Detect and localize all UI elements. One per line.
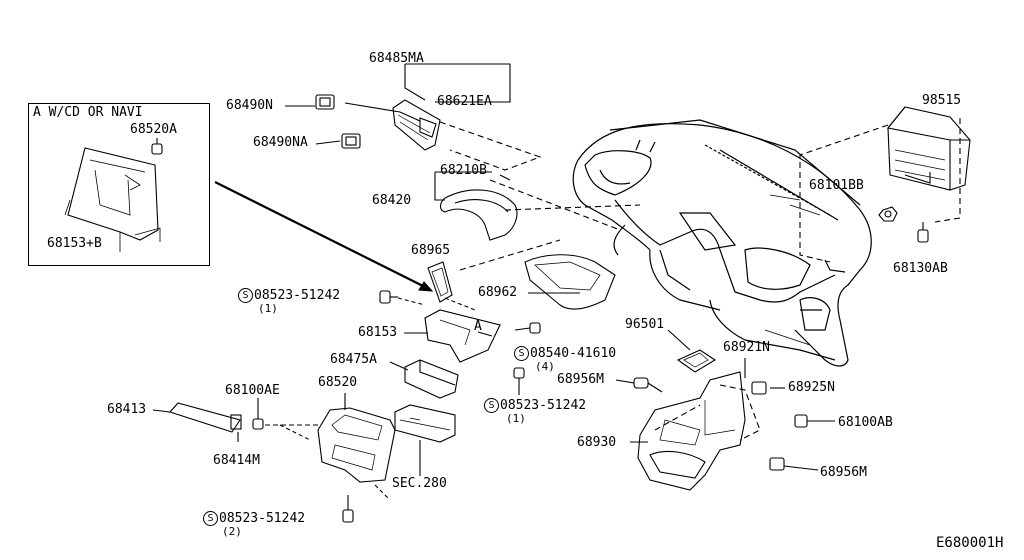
screw-code: 08540-41610 [530, 346, 617, 361]
qty-08523-b: (1) [506, 412, 526, 425]
label-68485MA: 68485MA [369, 51, 424, 66]
inset-title: A W/CD OR NAVI [33, 105, 143, 120]
pad-68414M [230, 414, 242, 430]
label-68921N: 68921N [723, 340, 770, 355]
lid-68413 [169, 402, 241, 433]
clip-68956M-top [633, 377, 663, 393]
lower-panel-68930 [637, 371, 746, 491]
screw-08523-mid [513, 367, 525, 395]
screw-code: 08523-51242 [219, 511, 306, 526]
label-68420: 68420 [372, 193, 412, 208]
label-68475A: 68475A [330, 352, 377, 367]
label-68414M: 68414M [213, 453, 260, 468]
switch-68490N [315, 94, 335, 110]
screw-code: 08523-51242 [500, 398, 587, 413]
label-98515: 98515 [922, 93, 962, 108]
label-68621EA: 68621EA [437, 94, 492, 109]
inset-bracket [64, 138, 163, 252]
module-98515 [886, 106, 971, 191]
label-96501: 96501 [625, 317, 665, 332]
label-68490NA: 68490NA [253, 135, 308, 150]
label-68101BB: 68101BB [809, 178, 864, 193]
bezel-68965 [427, 261, 453, 303]
label-68210B: 68210B [440, 163, 487, 178]
inset-part-68153B: 68153+B [47, 236, 102, 251]
diagram-id: E680001H [936, 535, 1004, 551]
nut-68101BB [878, 206, 898, 222]
clip-68925N [751, 381, 767, 395]
label-68930: 68930 [577, 435, 617, 450]
label-68413: 68413 [107, 402, 147, 417]
clip-68956M-bottom [769, 457, 819, 471]
label-68100AB: 68100AB [838, 415, 893, 430]
screw-s-symbol: S [203, 511, 218, 526]
label-68520: 68520 [318, 375, 358, 390]
cover-68962 [524, 254, 616, 310]
label-68956M-top: 68956M [557, 372, 604, 387]
inset-part-68520A: 68520A [130, 122, 177, 137]
screw-code: 08523-51242 [254, 288, 341, 303]
switch-68490NA [341, 133, 361, 149]
dashboard-panel [572, 119, 872, 367]
qty-08523-c: (2) [222, 525, 242, 538]
bolt-68130AB [917, 222, 929, 243]
qty-08540: (4) [535, 360, 555, 373]
pointer-arrow-head [418, 281, 434, 292]
label-68153: 68153 [358, 325, 398, 340]
screw-s-symbol: S [238, 288, 253, 303]
label-68100AE: 68100AE [225, 383, 280, 398]
label-68965: 68965 [411, 243, 451, 258]
label-sec280: SEC.280 [392, 476, 447, 491]
label-68490N: 68490N [226, 98, 273, 113]
screw-08523-lower [342, 495, 354, 523]
screw-68100AE [252, 398, 264, 430]
label-68925N: 68925N [788, 380, 835, 395]
bracket-68153 [424, 309, 501, 363]
vent-68485MA [392, 99, 441, 151]
qty-08523-a: (1) [258, 302, 278, 315]
screw-08523-upper [379, 290, 398, 304]
screw-68100AB [794, 414, 835, 428]
pointer-arrow-line [214, 181, 426, 288]
label-68962: 68962 [478, 285, 518, 300]
screw-s-symbol: S [484, 398, 499, 413]
screw-s-symbol: S [514, 346, 529, 361]
screw-08540 [514, 322, 541, 334]
callout-A: A [474, 319, 482, 334]
cluster-lid-68420 [439, 189, 518, 241]
radio-sec280 [394, 404, 456, 443]
bracket-96501 [676, 349, 717, 373]
pocket-68475A [404, 359, 459, 399]
label-68130AB: 68130AB [893, 261, 948, 276]
label-68956M-bottom: 68956M [820, 465, 867, 480]
inset-box [28, 103, 210, 266]
center-bezel-68520 [317, 407, 396, 483]
